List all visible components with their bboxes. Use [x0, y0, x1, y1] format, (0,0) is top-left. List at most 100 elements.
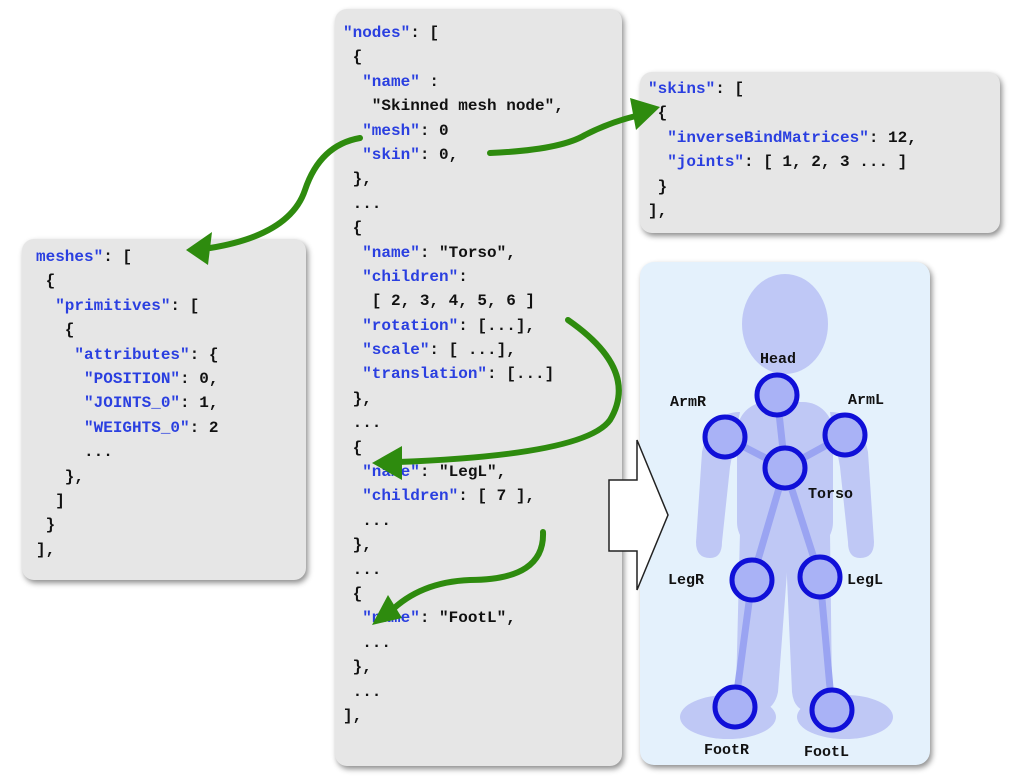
skins-code: "skins": [ { "inverseBindMatrices": 12, …	[648, 76, 917, 222]
code-line: "Skinned mesh node",	[343, 94, 564, 118]
code-line: "translation": [...]	[343, 362, 564, 386]
code-text: : 1,	[180, 394, 219, 413]
code-line: "name": "Torso",	[343, 241, 564, 265]
code-text: : [ ...],	[429, 341, 516, 360]
code-text	[36, 370, 84, 388]
code-line: "children":	[343, 265, 564, 289]
joint-label-legl: LegL	[847, 572, 883, 589]
body-silhouette	[680, 274, 893, 739]
code-line: "POSITION": 0,	[36, 367, 218, 391]
code-line: {	[36, 269, 218, 293]
code-text: : [ 1, 2, 3 ... ]	[744, 153, 908, 172]
code-line: "name": "FootL",	[343, 606, 564, 630]
code-line: "name": "LegL",	[343, 460, 564, 484]
code-key: "rotation"	[362, 316, 459, 335]
code-text: {	[343, 48, 363, 67]
code-text	[343, 122, 362, 140]
code-text	[343, 73, 362, 91]
code-text: : [	[410, 24, 440, 42]
code-text: ...	[343, 511, 392, 530]
code-text: : 0	[419, 121, 449, 140]
code-key: "name"	[362, 609, 420, 628]
code-line: },	[343, 167, 564, 191]
code-line: "primitives": [	[36, 294, 218, 318]
meshes-panel: meshes": [ { "primitives": [ { "attribut…	[22, 239, 306, 580]
code-text: : "Torso",	[419, 243, 516, 262]
code-text: : "FootL",	[419, 609, 516, 628]
code-text: {	[36, 272, 56, 291]
code-text	[343, 365, 362, 383]
code-text: "Skinned mesh node",	[343, 97, 564, 116]
code-text: ...	[343, 560, 382, 579]
code-text: },	[343, 536, 372, 555]
code-key: "name"	[362, 243, 420, 262]
code-text: ],	[36, 540, 56, 559]
code-text	[36, 297, 55, 315]
code-text: ...	[343, 633, 392, 652]
code-line: "inverseBindMatrices": 12,	[648, 125, 917, 149]
code-text: : [	[715, 80, 745, 98]
code-text: {	[343, 584, 363, 603]
code-text	[343, 146, 362, 164]
code-key: "skins"	[648, 80, 716, 98]
code-line: ],	[36, 538, 218, 562]
code-line: "scale": [ ...],	[343, 338, 564, 362]
joint-legr	[729, 557, 775, 603]
code-text: }	[36, 516, 56, 535]
code-text: : {	[189, 345, 219, 364]
code-line: },	[343, 387, 564, 411]
nodes-code: "nodes": [ { "name" : "Skinned mesh node…	[343, 21, 564, 728]
code-line: "skin": 0,	[343, 143, 564, 167]
code-text	[343, 609, 362, 627]
code-text: {	[36, 321, 75, 340]
code-line: ...	[343, 680, 564, 704]
joint-torso	[762, 445, 808, 491]
code-key: "scale"	[362, 341, 430, 360]
code-text: },	[36, 467, 85, 486]
code-key: "translation"	[362, 365, 488, 384]
code-line: {	[343, 582, 564, 606]
code-key: "inverseBindMatrices"	[667, 128, 869, 147]
code-key: "children"	[362, 487, 459, 506]
code-line: ...	[343, 631, 564, 655]
code-key: "attributes"	[74, 345, 190, 364]
joint-label-torso: Torso	[808, 486, 853, 503]
code-text: },	[343, 658, 372, 677]
code-line: ...	[36, 440, 218, 464]
code-text: [ 2, 3, 4, 5, 6 ]	[343, 292, 536, 311]
code-line: ]	[36, 489, 218, 513]
code-line: "WEIGHTS_0": 2	[36, 416, 218, 440]
code-line: meshes": [	[36, 245, 218, 269]
meshes-code: meshes": [ { "primitives": [ { "attribut…	[36, 245, 218, 562]
code-text	[343, 487, 362, 505]
code-line: {	[36, 318, 218, 342]
joint-label-armr: ArmR	[670, 394, 706, 411]
code-key: "name"	[362, 72, 420, 91]
code-text: :	[419, 72, 440, 91]
joint-armr	[702, 414, 748, 460]
code-line: "joints": [ 1, 2, 3 ... ]	[648, 149, 917, 173]
code-text: : "LegL",	[419, 463, 507, 482]
code-line: {	[343, 436, 564, 460]
code-line: ],	[648, 198, 917, 222]
code-line: "mesh": 0	[343, 119, 564, 143]
code-text	[36, 346, 74, 364]
code-text: ],	[343, 706, 363, 725]
code-line: ...	[343, 192, 564, 216]
code-line: "attributes": {	[36, 343, 218, 367]
code-text: ...	[343, 682, 382, 701]
joint-head	[754, 372, 800, 418]
code-text	[648, 153, 667, 171]
code-key: "mesh"	[362, 121, 420, 140]
joint-legl	[797, 554, 843, 600]
code-line: ...	[343, 411, 564, 435]
code-line: {	[343, 216, 564, 240]
joint-label-arml: ArmL	[848, 392, 884, 409]
code-text	[343, 244, 362, 262]
code-line: "skins": [	[648, 76, 917, 100]
code-text: : 0,	[419, 145, 459, 164]
code-text: : [	[170, 296, 200, 315]
joint-label-footl: FootL	[804, 744, 849, 761]
code-text: : 0,	[180, 369, 219, 388]
